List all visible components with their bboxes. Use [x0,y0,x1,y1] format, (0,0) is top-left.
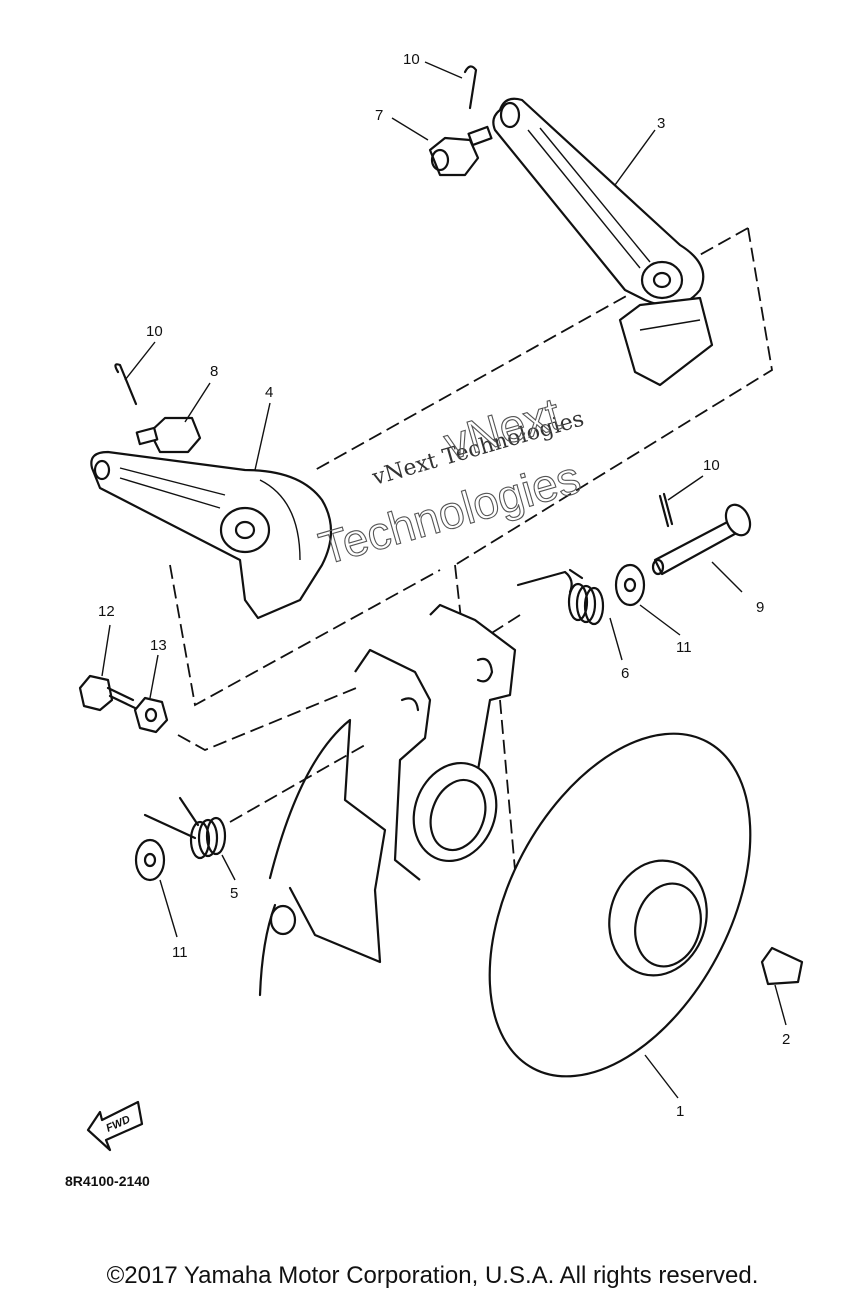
callout-9: 9 [756,599,764,616]
callout-8: 8 [210,363,218,380]
part-12-bolt [78,674,137,712]
part-7-clevis [428,125,493,177]
part-10-cotter-pins [114,65,674,528]
callout-7: 7 [375,107,383,124]
part-13-nut [133,696,169,734]
diagram-code: 8R4100-2140 [65,1173,150,1189]
callout-3: 3 [657,115,665,132]
part-11-washers [134,563,646,882]
callout-6: 6 [621,665,629,682]
callout-10-right: 10 [703,457,720,474]
part-5-spring [143,796,227,860]
housing-bracket [258,603,517,997]
part-6-spring [516,568,605,626]
callout-leaders [101,61,787,1099]
callout-11-left: 11 [172,944,188,961]
callout-2: 2 [782,1031,790,1048]
callout-10-left: 10 [146,323,163,340]
fwd-arrow-icon: FWD [86,1100,144,1152]
part-9-pin [651,503,752,576]
callout-12: 12 [98,603,115,620]
callout-10-top: 10 [403,51,420,68]
callout-numbers: 10 7 3 10 8 4 10 9 6 11 12 13 5 11 2 1 [98,51,790,1120]
part-3-lever-arm [492,97,714,387]
part-1-disc [488,732,752,1078]
callout-1: 1 [676,1103,684,1120]
callout-13: 13 [150,637,167,654]
watermark: vNext Technologies vNext Technologies [313,387,587,576]
callout-4: 4 [265,384,273,401]
callout-11-right: 11 [676,639,692,656]
part-4-lever [90,450,332,620]
callout-5: 5 [230,885,238,902]
part-2-key [760,946,804,986]
copyright-notice: ©2017 Yamaha Motor Corporation, U.S.A. A… [106,1262,759,1289]
part-8-clevis [135,416,202,454]
